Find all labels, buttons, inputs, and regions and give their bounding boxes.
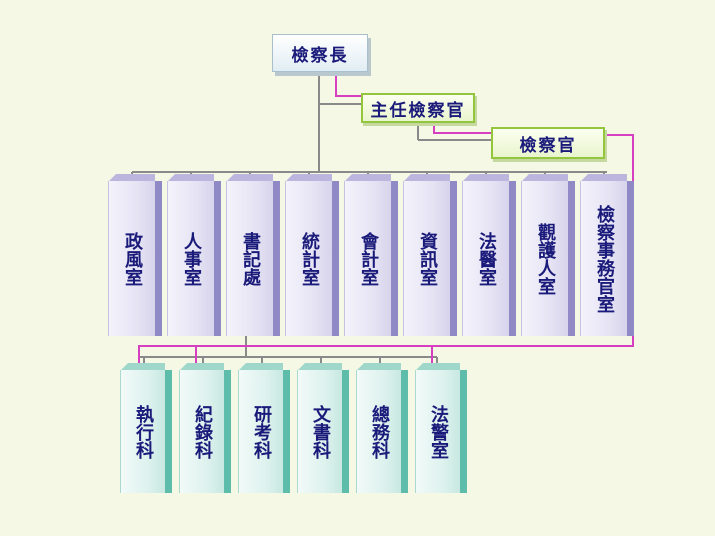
section-label: 紀錄科 — [192, 404, 213, 459]
section-column: 總務科 — [356, 370, 401, 493]
section-column: 文書科 — [297, 370, 342, 493]
unit-label: 書記處 — [240, 231, 261, 286]
unit-column: 觀護人室 — [521, 181, 568, 336]
unit-column: 人事室 — [167, 181, 214, 336]
unit-label: 統計室 — [299, 231, 320, 286]
section-label: 文書科 — [310, 404, 331, 459]
section-column: 法警室 — [415, 370, 460, 493]
section-column: 紀錄科 — [179, 370, 224, 493]
unit-label: 資訊室 — [417, 231, 438, 286]
unit-column: 檢察事務官室 — [580, 181, 627, 336]
unit-column: 書記處 — [226, 181, 273, 336]
chief-prosecutor-box: 檢察長 — [272, 34, 368, 72]
unit-column: 法醫室 — [462, 181, 509, 336]
unit-label: 人事室 — [181, 231, 202, 286]
unit-column: 資訊室 — [403, 181, 450, 336]
head-prosecutor-box: 主任檢察官 — [361, 93, 475, 123]
prosecutor-label: 檢察官 — [519, 135, 577, 156]
unit-label: 政風室 — [122, 231, 143, 286]
section-label: 執行科 — [133, 404, 154, 459]
unit-label: 檢察事務官室 — [594, 204, 615, 313]
section-column: 執行科 — [120, 370, 165, 493]
section-label: 總務科 — [369, 404, 390, 459]
unit-column: 會計室 — [344, 181, 391, 336]
section-label: 研考科 — [251, 404, 272, 459]
unit-label: 法醫室 — [476, 231, 497, 286]
chief-prosecutor-label: 檢察長 — [291, 45, 349, 66]
section-column: 研考科 — [238, 370, 283, 493]
head-prosecutor-label: 主任檢察官 — [370, 100, 466, 121]
prosecutor-box: 檢察官 — [491, 127, 605, 159]
unit-label: 觀護人室 — [535, 222, 556, 295]
unit-column: 政風室 — [108, 181, 155, 336]
unit-label: 會計室 — [358, 231, 379, 286]
section-label: 法警室 — [428, 404, 449, 459]
unit-column: 統計室 — [285, 181, 332, 336]
